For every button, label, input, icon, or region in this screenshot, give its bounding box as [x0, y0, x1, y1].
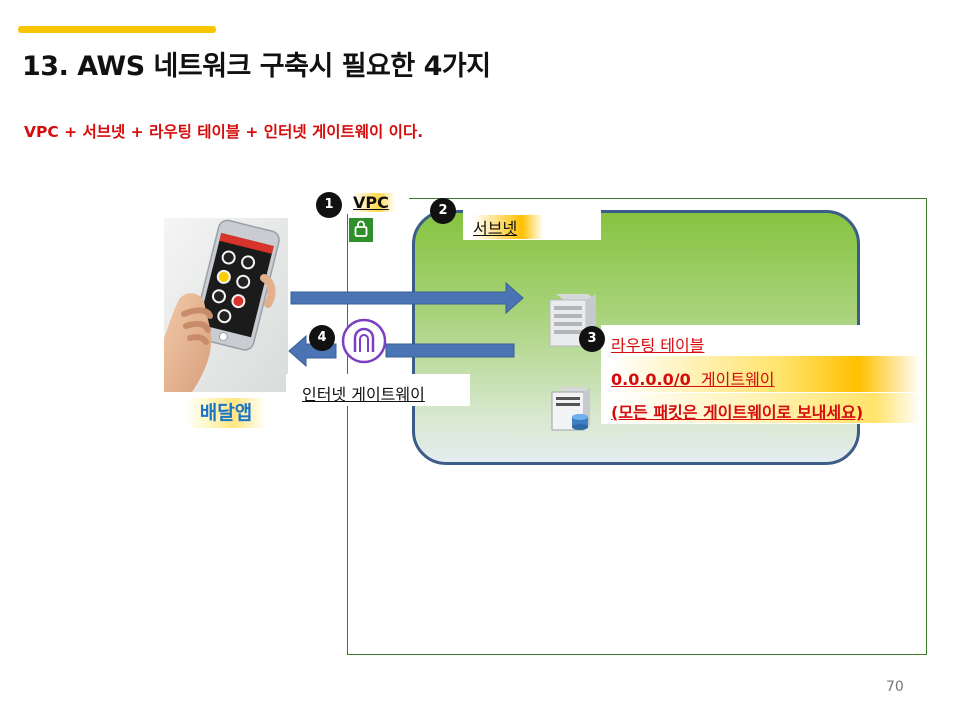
route-highlight — [611, 356, 921, 392]
smartphone-image — [164, 218, 288, 392]
outbound-arrow-tail — [385, 343, 515, 358]
vpc-icon — [349, 218, 373, 242]
outbound-arrow-head — [288, 334, 337, 368]
subnet-label: 서브넷 — [473, 215, 544, 239]
step-badge-1: 1 — [316, 192, 342, 218]
slide-subtitle: VPC + 서브넷 + 라우팅 테이블 + 인터넷 게이트웨이 이다. — [24, 123, 424, 141]
route-note: (모든 패킷은 게이트웨이로 보내세요) — [611, 403, 864, 422]
step-badge-4: 4 — [309, 325, 335, 351]
vpc-label: VPC — [353, 193, 395, 212]
page-number: 70 — [886, 679, 904, 695]
route-target: 게이트웨이 — [700, 370, 775, 389]
internet-gateway-icon — [341, 318, 387, 368]
title-accent-bar — [18, 26, 216, 33]
vpc-boundary — [347, 198, 927, 655]
delivery-app-label: 배달앱 — [186, 398, 266, 428]
note-highlight — [611, 393, 921, 423]
gateway-label-bg — [286, 374, 470, 406]
database-server-icon — [550, 385, 598, 437]
slide-title: 13. AWS 네트워크 구축시 필요한 4가지 — [22, 51, 491, 82]
route-destination: 0.0.0.0/0 — [611, 370, 691, 389]
internet-gateway-label: 인터넷 게이트웨이 — [302, 385, 425, 404]
inbound-arrow — [290, 281, 524, 315]
server-icon — [546, 290, 598, 352]
route-entry: 0.0.0.0/0 게이트웨이 — [611, 366, 775, 390]
step-badge-2: 2 — [430, 198, 456, 224]
traffic-arrows — [288, 281, 524, 368]
step-badge-3: 3 — [579, 326, 605, 352]
route-table-label: 라우팅 테이블 — [611, 336, 705, 355]
